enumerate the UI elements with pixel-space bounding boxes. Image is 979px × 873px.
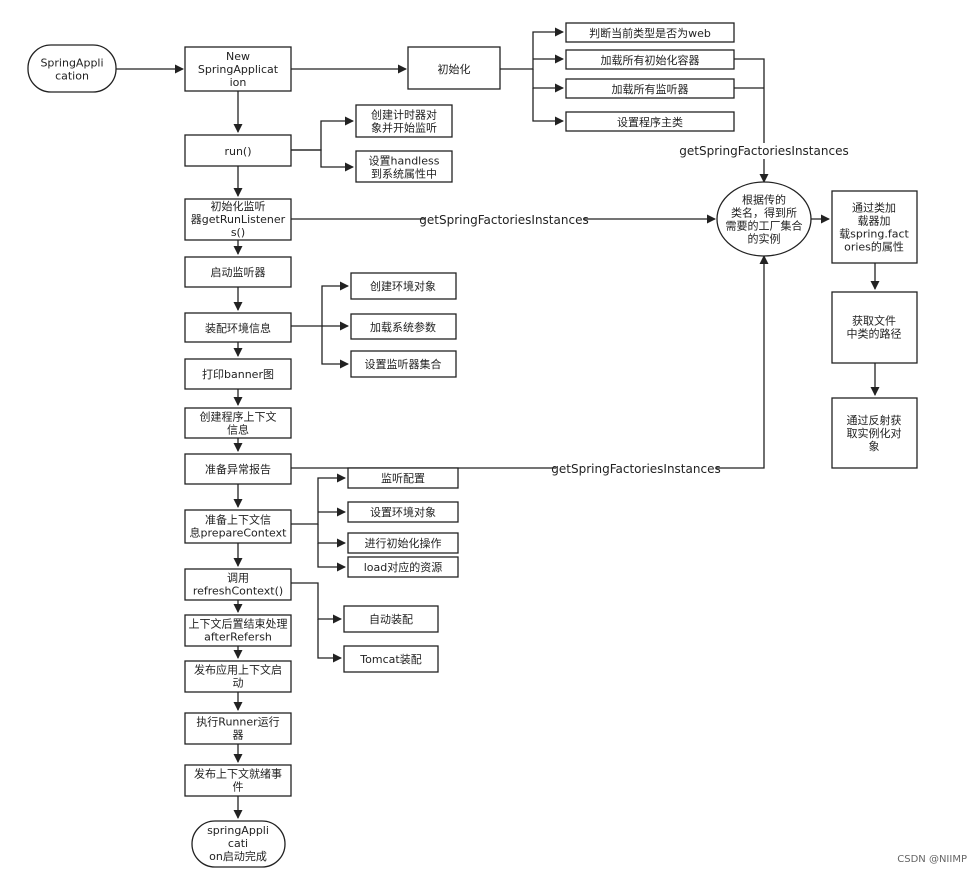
label-prepare-context: 准备上下文信息prepareContext xyxy=(190,513,288,540)
label-load-initializers: 加载所有初始化容器 xyxy=(601,53,700,67)
edge-env-listenerset xyxy=(321,326,349,369)
node-start-listeners xyxy=(184,256,292,288)
node-after-refresh xyxy=(184,614,292,647)
label-reflect: 通过反射获取实例化对象 xyxy=(847,413,902,453)
node-set-env-obj xyxy=(347,501,459,523)
edge-run-timer xyxy=(291,116,354,151)
edge-label-bgs xyxy=(425,143,842,477)
label-set-env-obj: 设置环境对象 xyxy=(370,505,436,519)
edge-init-judge xyxy=(500,27,564,70)
node-set-headless xyxy=(355,150,453,183)
edge-init-main xyxy=(532,88,564,126)
node-load-sys-params xyxy=(350,313,457,340)
label-prepare-env: 装配环境信息 xyxy=(205,321,271,335)
label-tomcat: Tomcat装配 xyxy=(359,653,421,666)
node-create-timer xyxy=(355,104,453,138)
node-load-initializers xyxy=(565,49,735,70)
edge-refresh-tomcat xyxy=(317,619,342,663)
node-publish-started xyxy=(184,660,292,693)
node-run xyxy=(184,134,292,167)
label-exec-runner: 执行Runner运行器 xyxy=(196,715,279,742)
edge-refresh-auto xyxy=(291,582,342,624)
edge-prepare-load xyxy=(317,543,346,572)
label-print-banner: 打印banner图 xyxy=(202,367,274,381)
node-factory-set xyxy=(716,181,812,257)
node-publish-ready xyxy=(184,764,292,797)
label-publish-started: 发布应用上下文启动 xyxy=(194,663,282,690)
node-auto-config xyxy=(343,605,439,633)
node-new-app xyxy=(184,46,292,92)
edge-prepare-doinit xyxy=(317,524,346,548)
node-get-path xyxy=(831,291,918,364)
label-set-main-class: 设置程序主类 xyxy=(617,115,683,129)
node-listen-config xyxy=(347,467,459,489)
label-create-context: 创建程序上下文信息 xyxy=(200,410,277,437)
node-init xyxy=(407,46,501,90)
node-refresh-context xyxy=(184,568,292,601)
node-get-run-listeners xyxy=(184,198,292,241)
label-publish-ready: 发布上下文就绪事件 xyxy=(194,767,282,794)
label-judge-web: 判断当前类型是否为web xyxy=(589,26,711,40)
label-create-timer: 创建计时器对象并开始监听 xyxy=(371,108,437,135)
label-set-listener-set: 设置监听器集合 xyxy=(365,357,442,371)
edge-env-create xyxy=(291,281,349,327)
node-load-factories xyxy=(831,190,918,264)
node-start xyxy=(27,44,117,93)
edge-prepare-listenconfig xyxy=(291,473,346,525)
node-load-listeners xyxy=(565,78,735,99)
node-prepare-context xyxy=(184,509,292,544)
node-print-banner xyxy=(184,358,292,390)
label-start-listeners: 启动监听器 xyxy=(211,266,266,279)
node-set-listener-set xyxy=(350,350,457,378)
label-get-path: 获取文件中类的路径 xyxy=(847,314,902,341)
label-prepare-exception: 准备异常报告 xyxy=(205,462,271,476)
node-tomcat xyxy=(343,645,439,673)
watermark: CSDN @NIIMP xyxy=(897,854,967,865)
edge-label-gsfi-bottom: getSpringFactoriesInstances xyxy=(551,462,720,476)
node-do-init xyxy=(347,532,459,554)
nodes xyxy=(27,22,918,868)
edge-init-listeners xyxy=(532,69,564,93)
label-load-resources: load对应的资源 xyxy=(364,560,443,574)
label-auto-config: 自动装配 xyxy=(369,613,413,626)
node-create-env xyxy=(350,272,457,300)
label-load-listeners: 加载所有监听器 xyxy=(612,82,689,96)
node-end xyxy=(191,820,286,868)
label-load-sys-params: 加载系统参数 xyxy=(370,320,436,334)
label-create-env: 创建环境对象 xyxy=(370,279,436,293)
node-judge-web xyxy=(565,22,735,43)
node-create-context xyxy=(184,407,292,439)
label-run: run() xyxy=(224,145,251,158)
edge-label-gsfi-mid: getSpringFactoriesInstances xyxy=(419,213,588,227)
label-listen-config: 监听配置 xyxy=(381,472,425,485)
node-set-main-class xyxy=(565,111,735,132)
label-do-init: 进行初始化操作 xyxy=(365,536,442,550)
edge-run-headless xyxy=(291,149,354,172)
node-exec-runner xyxy=(184,712,292,745)
edge-initializers-factory xyxy=(734,58,769,183)
edge-label-gsfi-top: getSpringFactoriesInstances xyxy=(679,144,848,158)
label-init: 初始化 xyxy=(438,62,471,76)
label-factory-set: 根据传的类名，得到所需要的工厂集合的实例 xyxy=(726,193,803,246)
node-reflect xyxy=(831,397,918,469)
node-load-resources xyxy=(347,556,459,578)
node-prepare-env xyxy=(184,312,292,343)
node-prepare-exception xyxy=(184,453,292,485)
